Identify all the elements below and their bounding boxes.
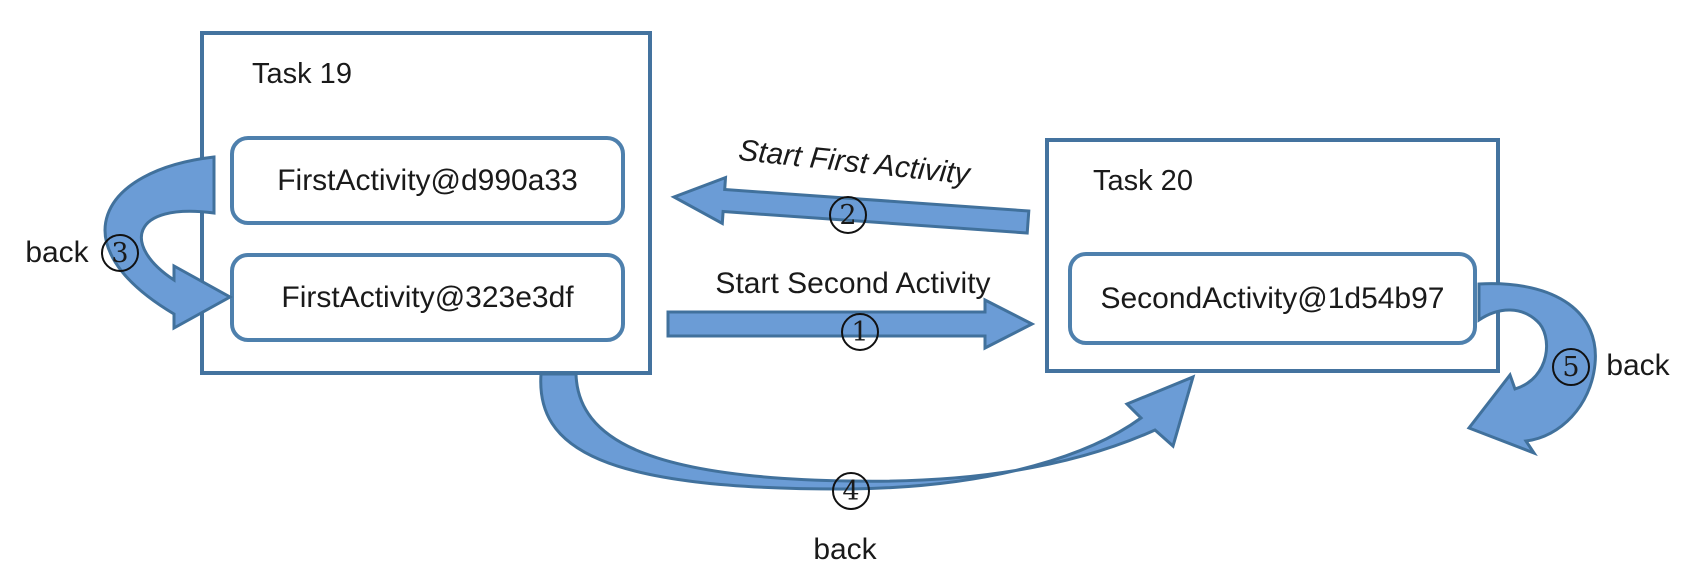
activity-card-first-d990a33: FirstActivity@d990a33 xyxy=(230,136,625,225)
step-number-2: 2 xyxy=(829,196,867,234)
task19-title: Task 19 xyxy=(252,58,352,90)
step-number-3: 3 xyxy=(101,234,139,272)
activity-label: SecondActivity@1d54b97 xyxy=(1100,281,1445,315)
back-label-right: back xyxy=(1606,349,1670,382)
activity-card-first-323e3df: FirstActivity@323e3df xyxy=(230,253,625,342)
back-swoosh-arrow-bottom xyxy=(539,372,1196,491)
task20-title: Task 20 xyxy=(1093,165,1193,197)
step-number-4: 4 xyxy=(832,472,870,510)
back-label-bottom: back xyxy=(813,533,877,566)
step-number-5: 5 xyxy=(1552,348,1590,386)
activity-card-second-1d54b97: SecondActivity@1d54b97 xyxy=(1068,252,1477,345)
back-label-left: back xyxy=(25,236,89,269)
step-number-1: 1 xyxy=(841,313,879,351)
start-second-activity-label: Start Second Activity xyxy=(715,267,991,300)
activity-label: FirstActivity@d990a33 xyxy=(277,163,578,197)
start-first-activity-label: Start First Activity xyxy=(736,133,972,192)
activity-label: FirstActivity@323e3df xyxy=(281,280,574,314)
